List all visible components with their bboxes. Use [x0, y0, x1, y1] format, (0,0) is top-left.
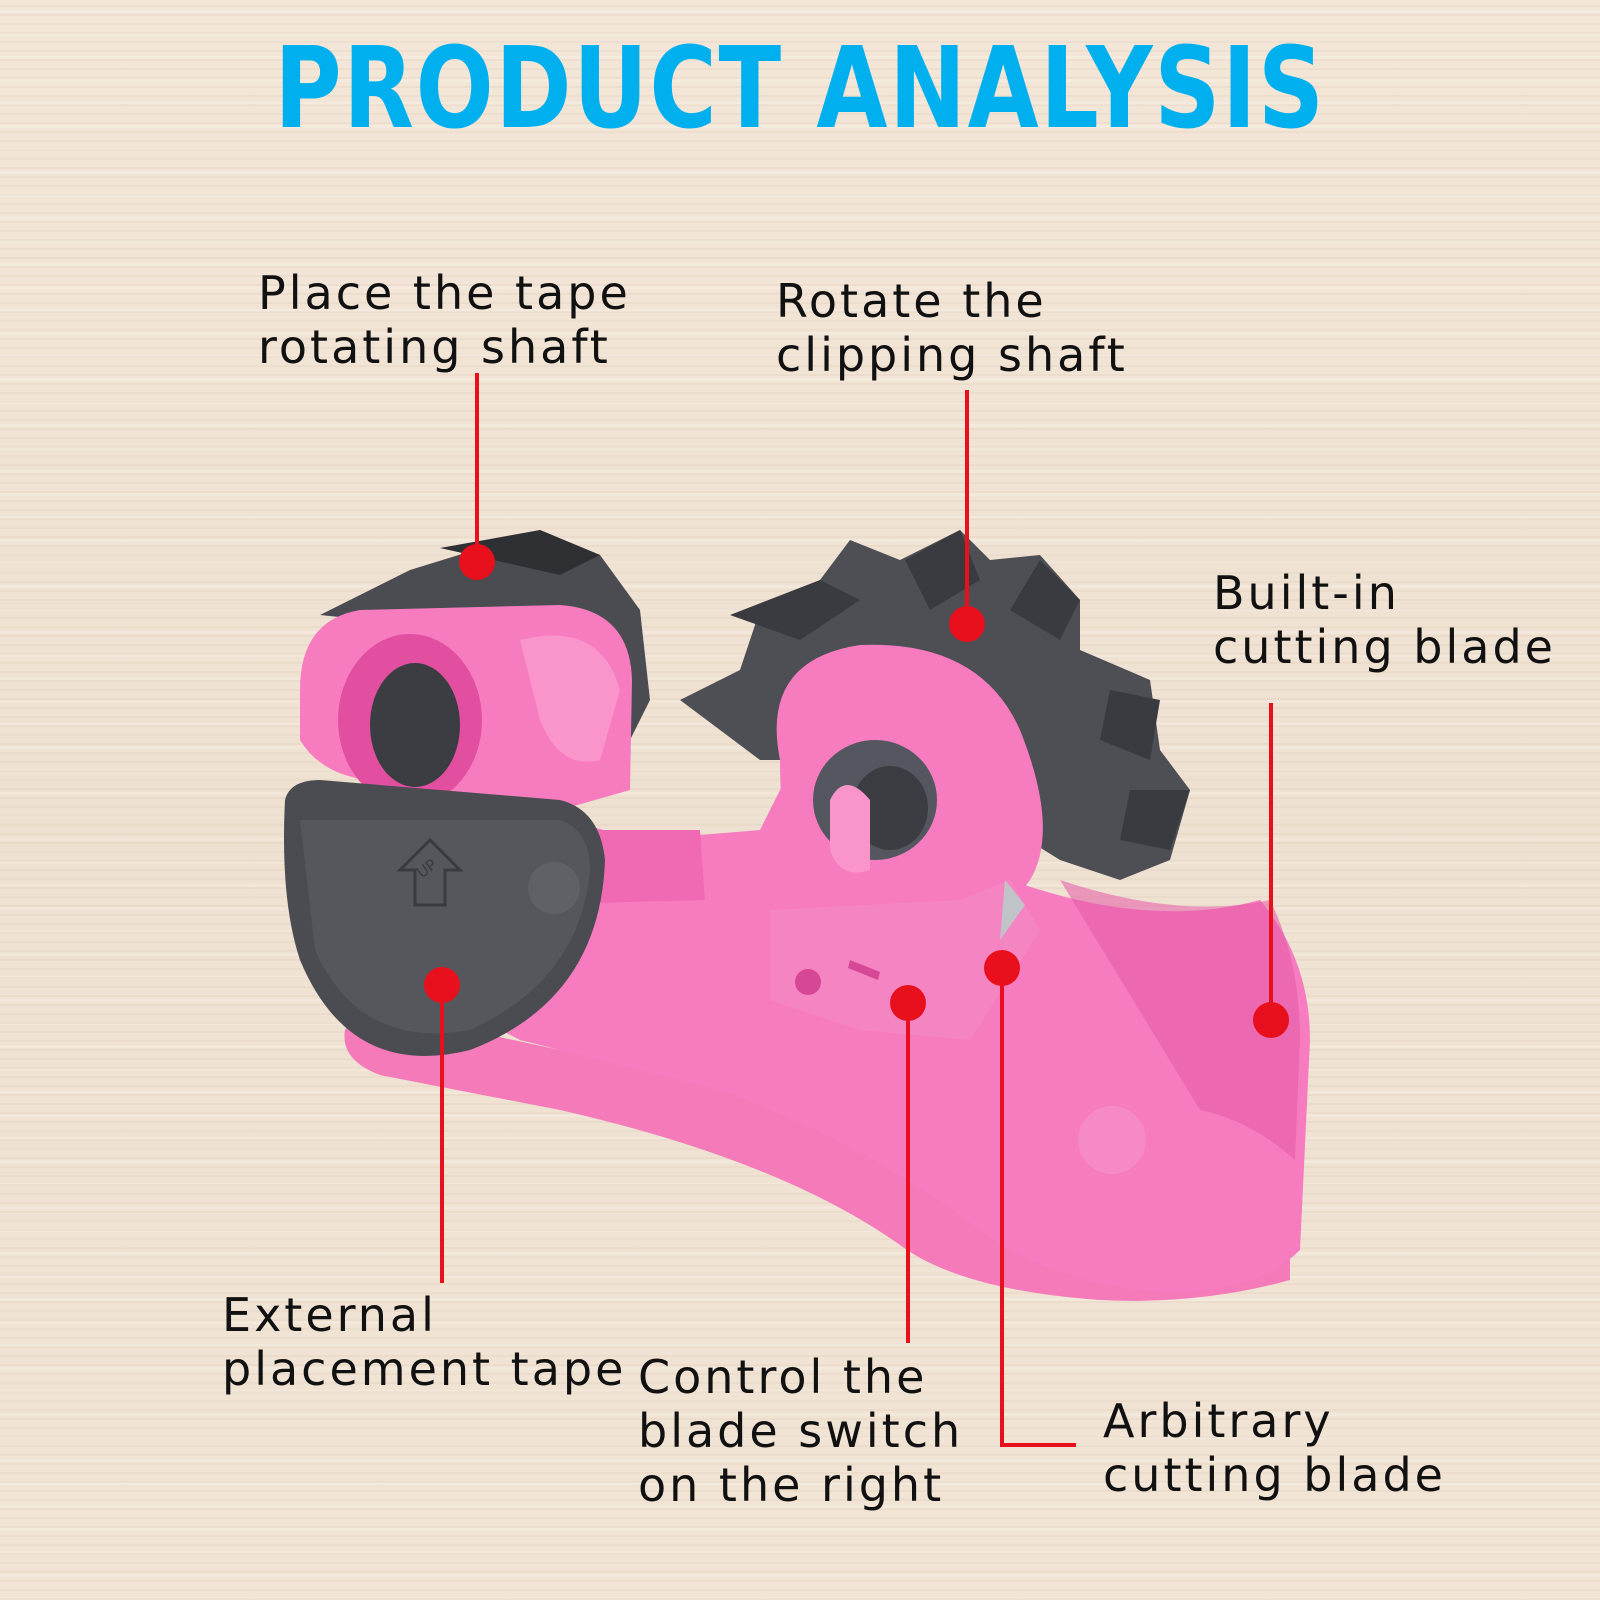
- label-tape-shaft: Place the tape rotating shaft: [258, 266, 631, 374]
- dot-clipping-shaft: [949, 606, 985, 642]
- callout-lines: [440, 373, 1273, 1447]
- page-title: PRODUCT ANALYSIS: [274, 24, 1326, 154]
- label-arbitrary-blade: Arbitrary cutting blade: [1103, 1394, 1446, 1502]
- callout-dots: [424, 544, 1289, 1038]
- label-clipping-shaft: Rotate the clipping shaft: [776, 274, 1128, 382]
- dot-blade-switch: [890, 985, 926, 1021]
- tape-shaft-clip: [320, 530, 650, 760]
- dot-external-tape: [424, 967, 460, 1003]
- label-blade-switch: Control the blade switch on the right: [638, 1350, 964, 1512]
- dot-tape-shaft: [459, 544, 495, 580]
- dot-arbitrary-blade: [984, 950, 1020, 986]
- dot-builtin-blade: [1253, 1002, 1289, 1038]
- label-builtin-blade: Built-in cutting blade: [1213, 566, 1556, 674]
- label-external-tape: External placement tape: [222, 1288, 627, 1396]
- blade-plate: [770, 880, 1040, 1040]
